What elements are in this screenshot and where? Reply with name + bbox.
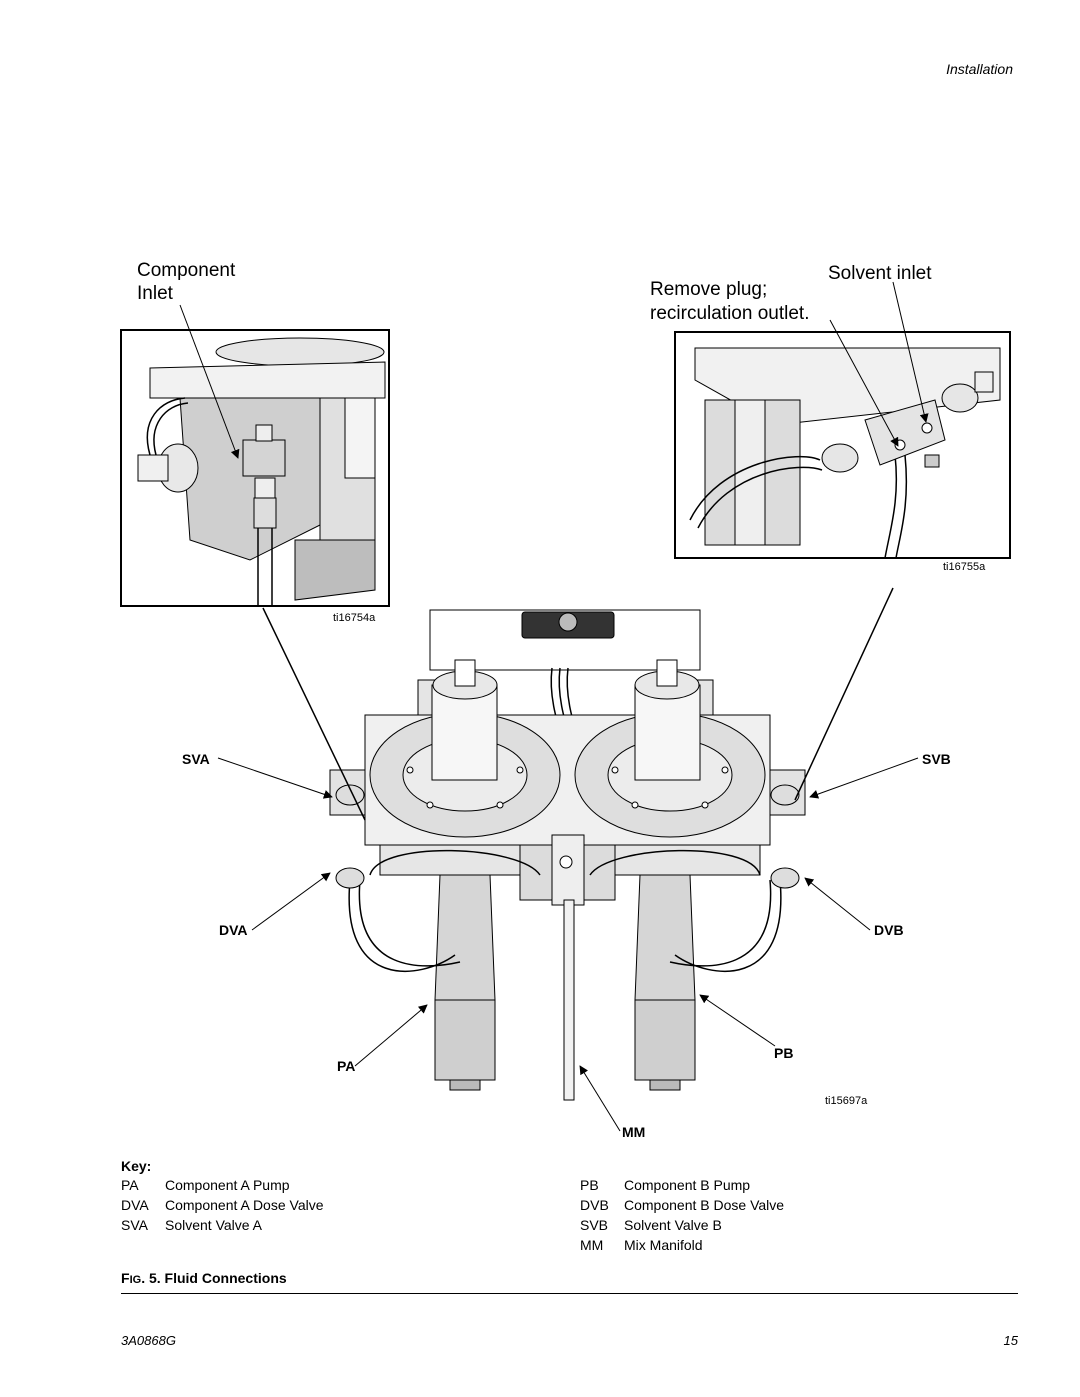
solvent-inlet-label: Solvent inlet bbox=[828, 263, 932, 284]
footer-page-number: 15 bbox=[1003, 1333, 1018, 1348]
caption-rule bbox=[121, 1293, 1018, 1294]
key-row: PA Component A Pump bbox=[121, 1175, 324, 1195]
key-row: PB Component B Pump bbox=[580, 1175, 784, 1195]
key-code: DVA bbox=[121, 1197, 149, 1213]
key-desc: Component A Dose Valve bbox=[165, 1197, 324, 1213]
key-title: Key: bbox=[121, 1158, 152, 1174]
key-row: SVA Solvent Valve A bbox=[121, 1215, 324, 1235]
dva-label: DVA bbox=[219, 922, 248, 938]
key-row: DVB Component B Dose Valve bbox=[580, 1195, 784, 1215]
key-code: SVB bbox=[580, 1217, 609, 1233]
key-code: PA bbox=[121, 1177, 139, 1193]
key-desc: Solvent Valve A bbox=[165, 1217, 263, 1233]
main-image-id: ti15697a bbox=[825, 1095, 868, 1107]
footer-doc-number: 3A0868G bbox=[121, 1333, 176, 1348]
key-desc: Component B Dose Valve bbox=[624, 1197, 785, 1213]
sva-label: SVA bbox=[182, 751, 210, 767]
right-inset-image-id: ti16755a bbox=[943, 561, 986, 573]
key-desc: Component A Pump bbox=[165, 1177, 290, 1193]
key-right-column: PB Component B Pump DVB Component B Dose V… bbox=[580, 1175, 784, 1255]
pb-label: PB bbox=[774, 1045, 794, 1061]
main-assembly-illustration bbox=[217, 587, 919, 1132]
pa-label: PA bbox=[337, 1058, 356, 1074]
right-inset-illustration bbox=[674, 281, 1011, 559]
left-inset-illustration bbox=[120, 304, 390, 607]
svb-label: SVB bbox=[922, 751, 951, 767]
component-inlet-label: Component Inlet bbox=[137, 260, 236, 304]
left-inset-image-id: ti16754a bbox=[333, 612, 376, 624]
key-desc: Component B Pump bbox=[624, 1177, 751, 1193]
key-desc: Solvent Valve B bbox=[624, 1217, 722, 1233]
figure-caption: FIG. 5. Fluid Connections bbox=[121, 1270, 287, 1286]
key-desc: Mix Manifold bbox=[624, 1237, 703, 1253]
caption-title: Fluid Connections bbox=[164, 1270, 287, 1286]
key-code: PB bbox=[580, 1177, 599, 1193]
key-row: DVA Component A Dose Valve bbox=[121, 1195, 324, 1215]
key-code: DVB bbox=[580, 1197, 609, 1213]
section-header: Installation bbox=[946, 61, 1013, 77]
key-code: MM bbox=[580, 1237, 604, 1253]
key-code: SVA bbox=[121, 1217, 148, 1233]
key-row: SVB Solvent Valve B bbox=[580, 1215, 784, 1235]
dvb-label: DVB bbox=[874, 922, 904, 938]
key-row: MM Mix Manifold bbox=[580, 1235, 784, 1255]
mm-label: MM bbox=[622, 1124, 646, 1140]
remove-plug-label: Remove plug; recirculation outlet. bbox=[650, 279, 810, 324]
key-left-column: PA Component A Pump DVA Component A Dose V… bbox=[121, 1175, 324, 1235]
